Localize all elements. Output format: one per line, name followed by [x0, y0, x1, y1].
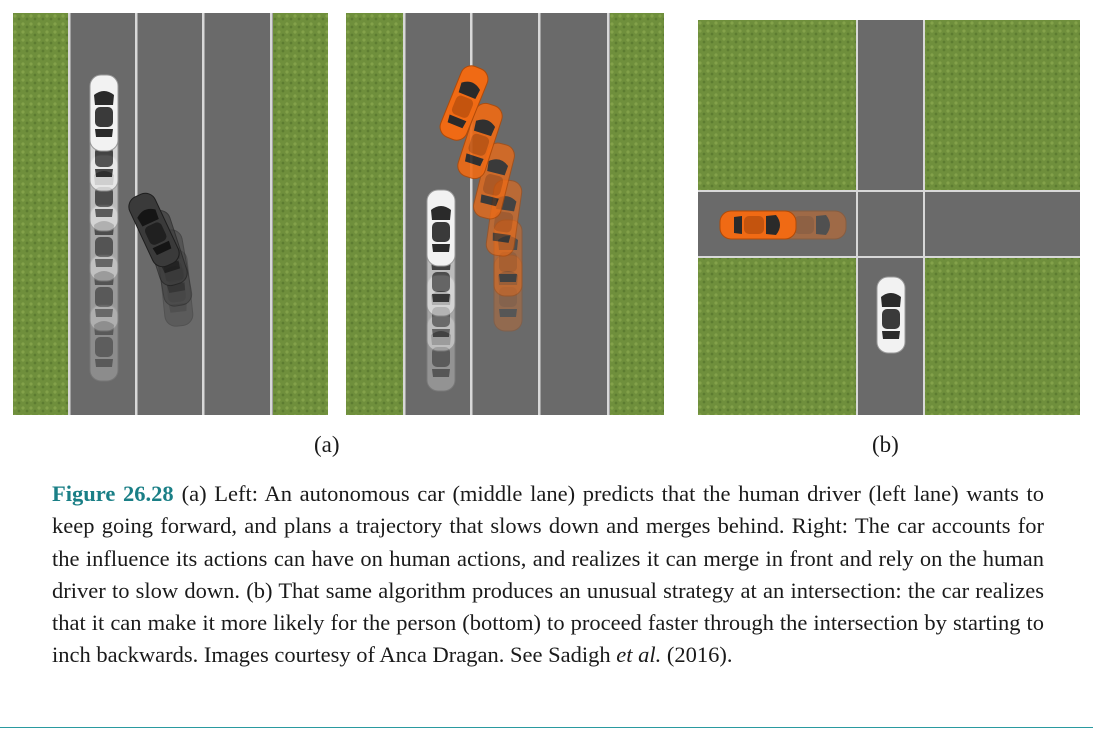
car-white-icon [876, 276, 906, 354]
car-orange-icon [719, 210, 797, 240]
human-car-trail [89, 114, 119, 382]
subfigure-label-b: (b) [872, 432, 899, 457]
section-divider [0, 727, 1093, 728]
caption-citation-year: (2016). [661, 642, 733, 668]
intersection-scene-b [698, 20, 1080, 415]
caption-text: (a) Left: An autonomous car (middle lane… [52, 481, 1045, 668]
car-white-icon [89, 74, 119, 152]
highway-scene-a-right [346, 13, 664, 415]
highway-scene-a-left [13, 13, 328, 415]
figure-caption: Figure 26.28(a) Left: An autonomous car … [52, 478, 1044, 672]
subfigure-label-a: (a) [314, 432, 340, 457]
panel-a-left-highway-scene [13, 13, 328, 415]
panel-a-right-highway-scene [346, 13, 664, 415]
figure-number: Figure 26.28 [52, 481, 174, 506]
panel-b-intersection-scene [698, 20, 1080, 415]
caption-citation-etal: et al. [616, 642, 662, 668]
car-white-icon [426, 189, 456, 267]
